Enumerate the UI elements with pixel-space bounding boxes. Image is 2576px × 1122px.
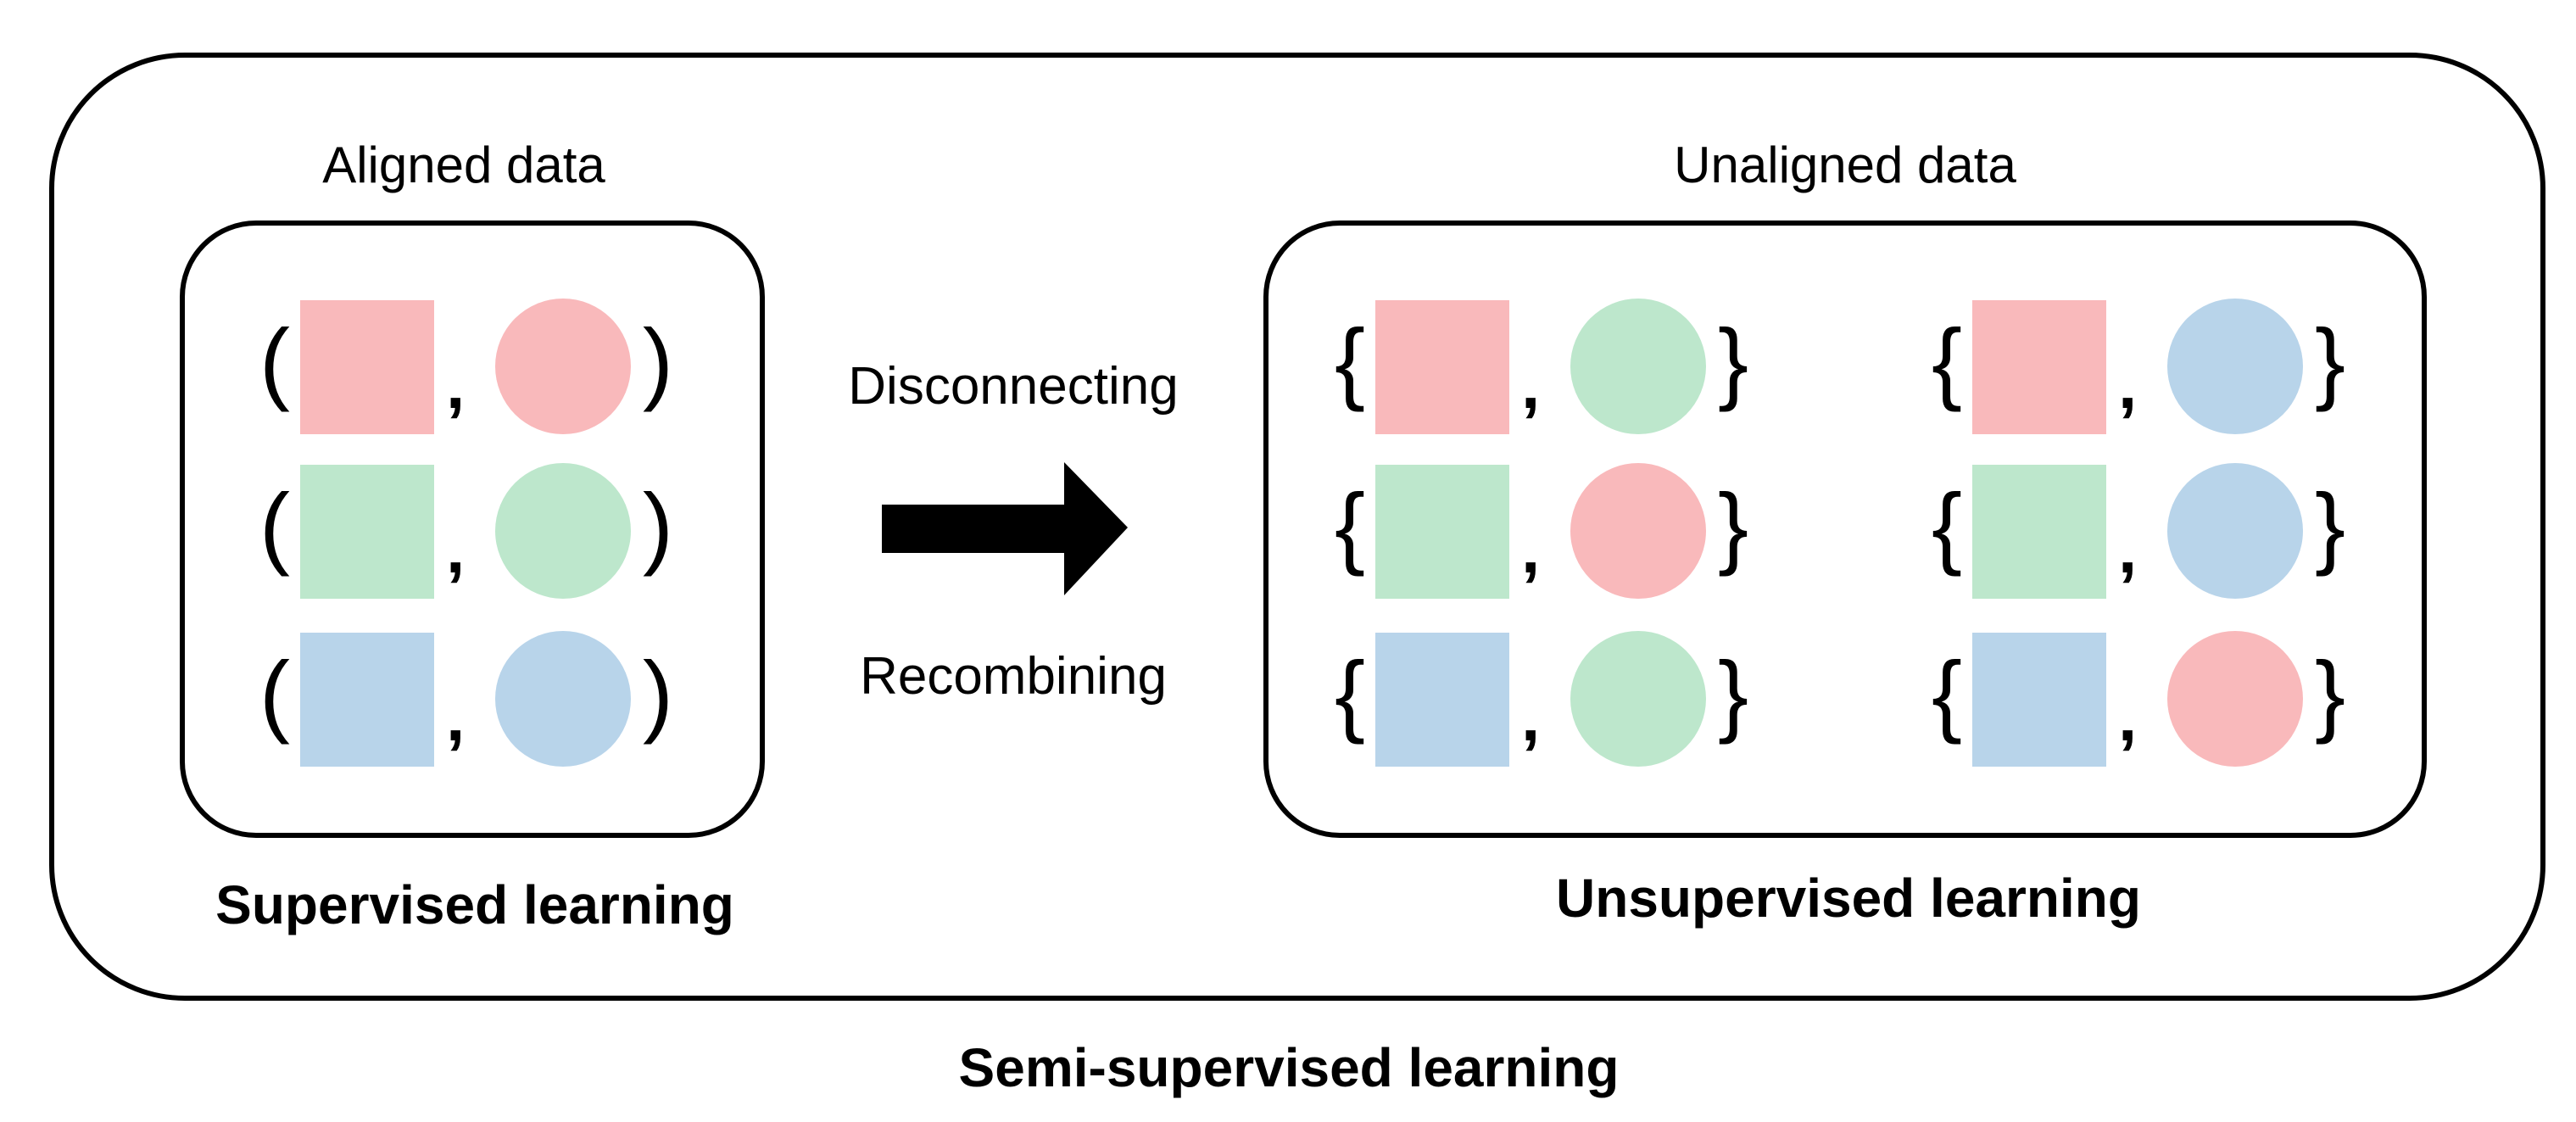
unaligned-pair-c2-1-comma: , [2118,347,2138,422]
aligned-pair-3-comma: , [446,679,466,755]
aligned-pair-2-green-circle [495,463,631,599]
aligned-pair-2-green-square [300,465,434,599]
unaligned-pair-c1-3-green-circle [1570,631,1706,767]
semi-supervised-frame [49,53,2545,1001]
unaligned-pair-c2-1-blue-circle [2167,299,2303,434]
supervised-learning-caption: Supervised learning [215,874,734,935]
unaligned-pair-c2-1-pink-square [1972,300,2106,434]
unaligned-pair-c1-3-open-bracket: { [1335,642,1366,745]
unaligned-pair-c2-2-green-square [1972,465,2106,599]
unaligned-pair-c2-3-comma: , [2118,679,2138,755]
unaligned-pair-c1-1-pink-square [1375,300,1509,434]
aligned-data-title: Aligned data [322,137,605,193]
aligned-pair-1-comma: , [446,347,466,422]
unaligned-pair-c1-3-blue-square [1375,633,1509,767]
aligned-data-box [180,220,765,838]
unaligned-pair-c2-3-open-bracket: { [1932,642,1963,745]
aligned-pair-2-open-bracket: ( [259,474,290,577]
aligned-pair-1-pink-square [300,300,434,434]
unaligned-pair-c2-1-open-bracket: { [1932,310,1963,412]
unaligned-pair-c1-1-green-circle [1570,299,1706,434]
unaligned-pair-c2-2-close-bracket: } [2315,474,2346,577]
unsupervised-learning-caption: Unsupervised learning [1556,868,2141,929]
unaligned-pair-c1-1-close-bracket: } [1718,310,1749,412]
unaligned-pair-c2-3-pink-circle [2167,631,2303,767]
aligned-pair-3-open-bracket: ( [259,642,290,745]
unaligned-pair-c1-1-comma: , [1521,347,1541,422]
unaligned-pair-c1-3-comma: , [1521,679,1541,755]
aligned-pair-1-pink-circle [495,299,631,434]
aligned-pair-1-close-bracket: ) [643,310,673,412]
unaligned-pair-c2-3-blue-square [1972,633,2106,767]
aligned-pair-2-close-bracket: ) [643,474,673,577]
unaligned-pair-c1-2-comma: , [1521,511,1541,587]
aligned-pair-3-blue-square [300,633,434,767]
unaligned-pair-c2-2-comma: , [2118,511,2138,587]
unaligned-pair-c2-1-close-bracket: } [2315,310,2346,412]
semi-supervised-learning-caption: Semi-supervised learning [958,1037,1620,1098]
unaligned-pair-c1-2-pink-circle [1570,463,1706,599]
unaligned-pair-c1-2-green-square [1375,465,1509,599]
recombining-label: Recombining [860,647,1167,706]
right-arrow-icon [882,462,1128,595]
unaligned-pair-c1-1-open-bracket: { [1335,310,1366,412]
unaligned-pair-c1-2-close-bracket: } [1718,474,1749,577]
unaligned-pair-c2-3-close-bracket: } [2315,642,2346,745]
aligned-pair-3-blue-circle [495,631,631,767]
aligned-pair-3-close-bracket: ) [643,642,673,745]
aligned-pair-1-open-bracket: ( [259,310,290,412]
unaligned-pair-c2-2-open-bracket: { [1932,474,1963,577]
unaligned-pair-c2-2-blue-circle [2167,463,2303,599]
unaligned-pair-c1-3-close-bracket: } [1718,642,1749,745]
unaligned-data-box [1263,220,2427,838]
unaligned-pair-c1-2-open-bracket: { [1335,474,1366,577]
aligned-pair-2-comma: , [446,511,466,587]
unaligned-data-title: Unaligned data [1674,137,2016,193]
disconnecting-label: Disconnecting [848,357,1179,416]
